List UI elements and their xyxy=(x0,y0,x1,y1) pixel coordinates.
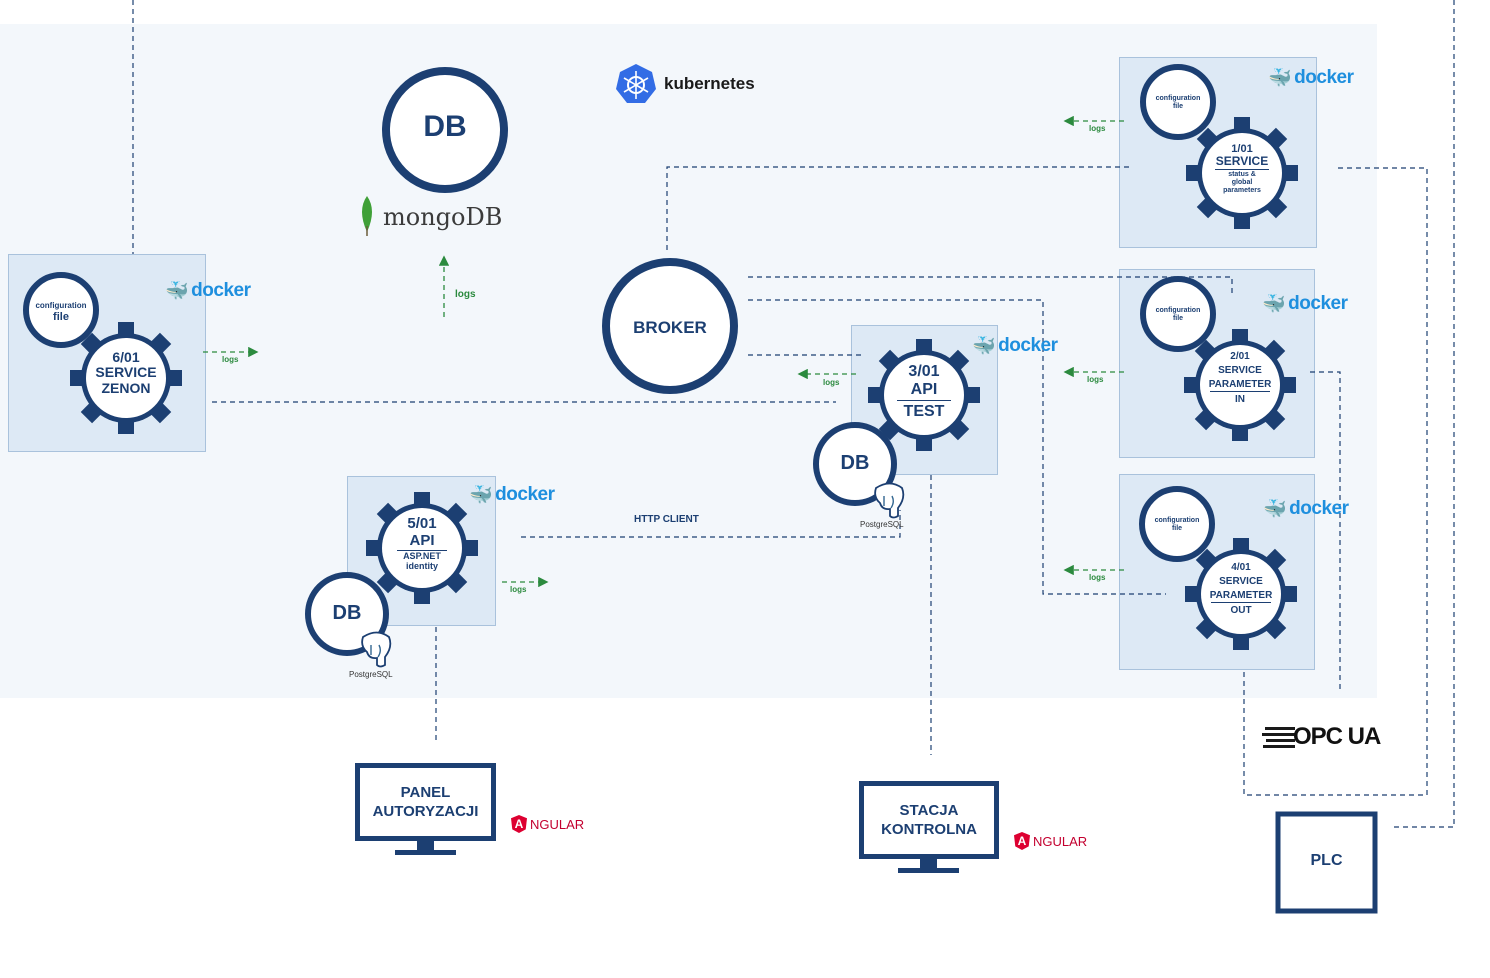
logs-label-api-test: logs xyxy=(823,378,840,387)
logs-label-s201: logs xyxy=(1087,375,1104,384)
docker-logo-api-test: 🐳docker xyxy=(972,335,1058,357)
broker-label: BROKER xyxy=(633,318,707,337)
service-401-text: 4/01 SERVICE PARAMETER OUT xyxy=(1209,562,1273,616)
logs-label-s401: logs xyxy=(1089,573,1106,582)
postgres-label-test: PostgreSQL xyxy=(860,520,904,529)
service-zenon-text: 6/01 SERVICE ZENON xyxy=(95,349,157,396)
docker-logo-s101: 🐳docker xyxy=(1268,67,1354,89)
docker-whale-icon: 🐳 xyxy=(972,336,996,357)
pg-db-label-test: DB xyxy=(840,452,870,474)
docker-logo-zenon: 🐳docker xyxy=(165,280,251,302)
docker-whale-icon: 🐳 xyxy=(165,281,189,302)
plc-label: PLC xyxy=(1310,852,1343,869)
mongo-db-label: DB xyxy=(423,110,467,143)
pg-db-label-asp: DB xyxy=(332,602,362,624)
angular-logo-panel: A NGULAR xyxy=(511,815,584,833)
logs-label-s101: logs xyxy=(1089,124,1106,133)
docker-whale-icon: 🐳 xyxy=(469,485,493,506)
kubernetes-label: kubernetes xyxy=(664,74,755,93)
service-101-text: 1/01 SERVICE status & global parameters xyxy=(1215,143,1269,194)
config-file-zenon: configuration file xyxy=(35,301,87,323)
logs-label-api-asp: logs xyxy=(510,585,527,594)
docker-logo-s201: 🐳docker xyxy=(1262,293,1348,315)
logs-label-zenon: logs xyxy=(222,355,239,364)
postgres-label-asp: PostgreSQL xyxy=(349,670,393,679)
angular-logo-stacja: A NGULAR xyxy=(1014,832,1087,850)
logs-label-mongo: logs xyxy=(455,289,476,300)
opcua-label: OPC UA xyxy=(1293,723,1381,750)
line-plc xyxy=(1394,0,1455,828)
docker-logo-api-asp: 🐳docker xyxy=(469,484,555,506)
docker-logo-s401: 🐳docker xyxy=(1263,498,1349,520)
service-201-text: 2/01 SERVICE PARAMETER IN xyxy=(1208,351,1272,405)
angular-icon: A xyxy=(511,815,527,833)
http-client-label: HTTP CLIENT xyxy=(634,514,699,525)
opcua-icon xyxy=(1262,727,1295,748)
docker-whale-icon: 🐳 xyxy=(1268,68,1292,89)
angular-icon: A xyxy=(1014,832,1030,850)
api-asp-text: 5/01 API ASP.NET identity xyxy=(387,515,457,572)
mongo-db-engine: mongoDB xyxy=(383,203,503,231)
docker-whale-icon: 🐳 xyxy=(1263,499,1287,520)
docker-whale-icon: 🐳 xyxy=(1262,294,1286,315)
api-test-text: 3/01 API TEST xyxy=(889,363,959,421)
